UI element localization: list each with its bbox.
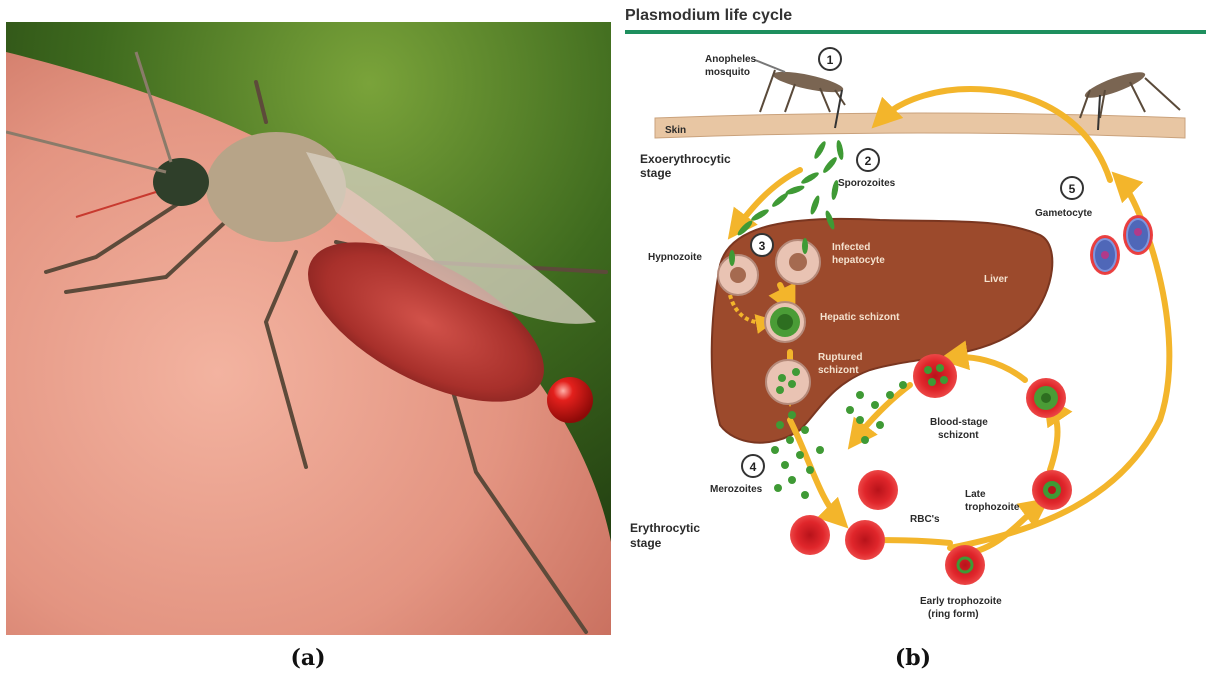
erythrocytic-label-2: stage bbox=[630, 536, 662, 550]
infected-label-1: Infected bbox=[832, 242, 870, 253]
sporozoites-label: Sporozoites bbox=[838, 178, 896, 189]
ruptured-label-2: schizont bbox=[818, 365, 859, 376]
caption-a: (a) bbox=[278, 645, 338, 671]
blood-stage-schizont-icon bbox=[1026, 378, 1066, 418]
exoerythrocytic-label-1: Exoerythrocytic bbox=[640, 152, 731, 166]
erythrocytic-label-1: Erythrocytic bbox=[630, 521, 700, 535]
early-trophozoite-icon bbox=[945, 545, 985, 585]
svg-text:3: 3 bbox=[759, 239, 766, 253]
exoerythrocytic-label-2: stage bbox=[640, 166, 672, 180]
caption-b: (b) bbox=[883, 645, 943, 671]
hypnozoite-label: Hypnozoite bbox=[648, 252, 702, 263]
step-1-marker: 1 bbox=[819, 48, 841, 70]
step-4-marker: 4 bbox=[742, 455, 764, 477]
anopheles-label: Anopheles bbox=[705, 54, 757, 65]
late-label-1: Late bbox=[965, 489, 986, 500]
late-trophozoite-icon bbox=[1032, 470, 1072, 510]
svg-text:1: 1 bbox=[827, 53, 834, 67]
ruptured-rbc-icon bbox=[913, 354, 957, 398]
hepatic-schizont-icon bbox=[765, 302, 805, 342]
infected-label-2: hepatocyte bbox=[832, 255, 885, 266]
hepatic-schizont-label: Hepatic schizont bbox=[820, 312, 900, 323]
skin-label: Skin bbox=[665, 125, 686, 136]
late-label-2: trophozoite bbox=[965, 502, 1020, 513]
blood-stage-label-1: Blood-stage bbox=[930, 417, 988, 428]
diagram-title: Plasmodium life cycle bbox=[625, 7, 792, 24]
mosquito-photo bbox=[6, 22, 611, 635]
step-3-marker: 3 bbox=[751, 234, 773, 256]
gametocyte-icon bbox=[1090, 215, 1153, 275]
title-rule bbox=[625, 30, 1206, 34]
step-5-marker: 5 bbox=[1061, 177, 1083, 199]
early-label-1: Early trophozoite bbox=[920, 596, 1002, 607]
gametocyte-label: Gametocyte bbox=[1035, 208, 1093, 219]
plasmodium-diagram: Plasmodium life cycle Skin Liver Anophel… bbox=[620, 0, 1206, 640]
ruptured-label-1: Ruptured bbox=[818, 352, 862, 363]
early-label-2: (ring form) bbox=[928, 609, 979, 620]
mosquito-label: mosquito bbox=[705, 67, 750, 78]
merozoites-label: Merozoites bbox=[710, 484, 763, 495]
step-2-marker: 2 bbox=[857, 149, 879, 171]
skin-band bbox=[655, 113, 1185, 138]
blood-droplet bbox=[547, 377, 593, 423]
ruptured-schizont-icon bbox=[766, 360, 810, 404]
rbc-cells bbox=[790, 470, 898, 560]
rbcs-label: RBC's bbox=[910, 514, 940, 525]
svg-text:2: 2 bbox=[865, 154, 872, 168]
mosquito-head bbox=[153, 158, 209, 206]
svg-text:5: 5 bbox=[1069, 182, 1076, 196]
blood-stage-label-2: schizont bbox=[938, 430, 979, 441]
svg-text:4: 4 bbox=[750, 460, 757, 474]
liver-label: Liver bbox=[984, 274, 1008, 285]
